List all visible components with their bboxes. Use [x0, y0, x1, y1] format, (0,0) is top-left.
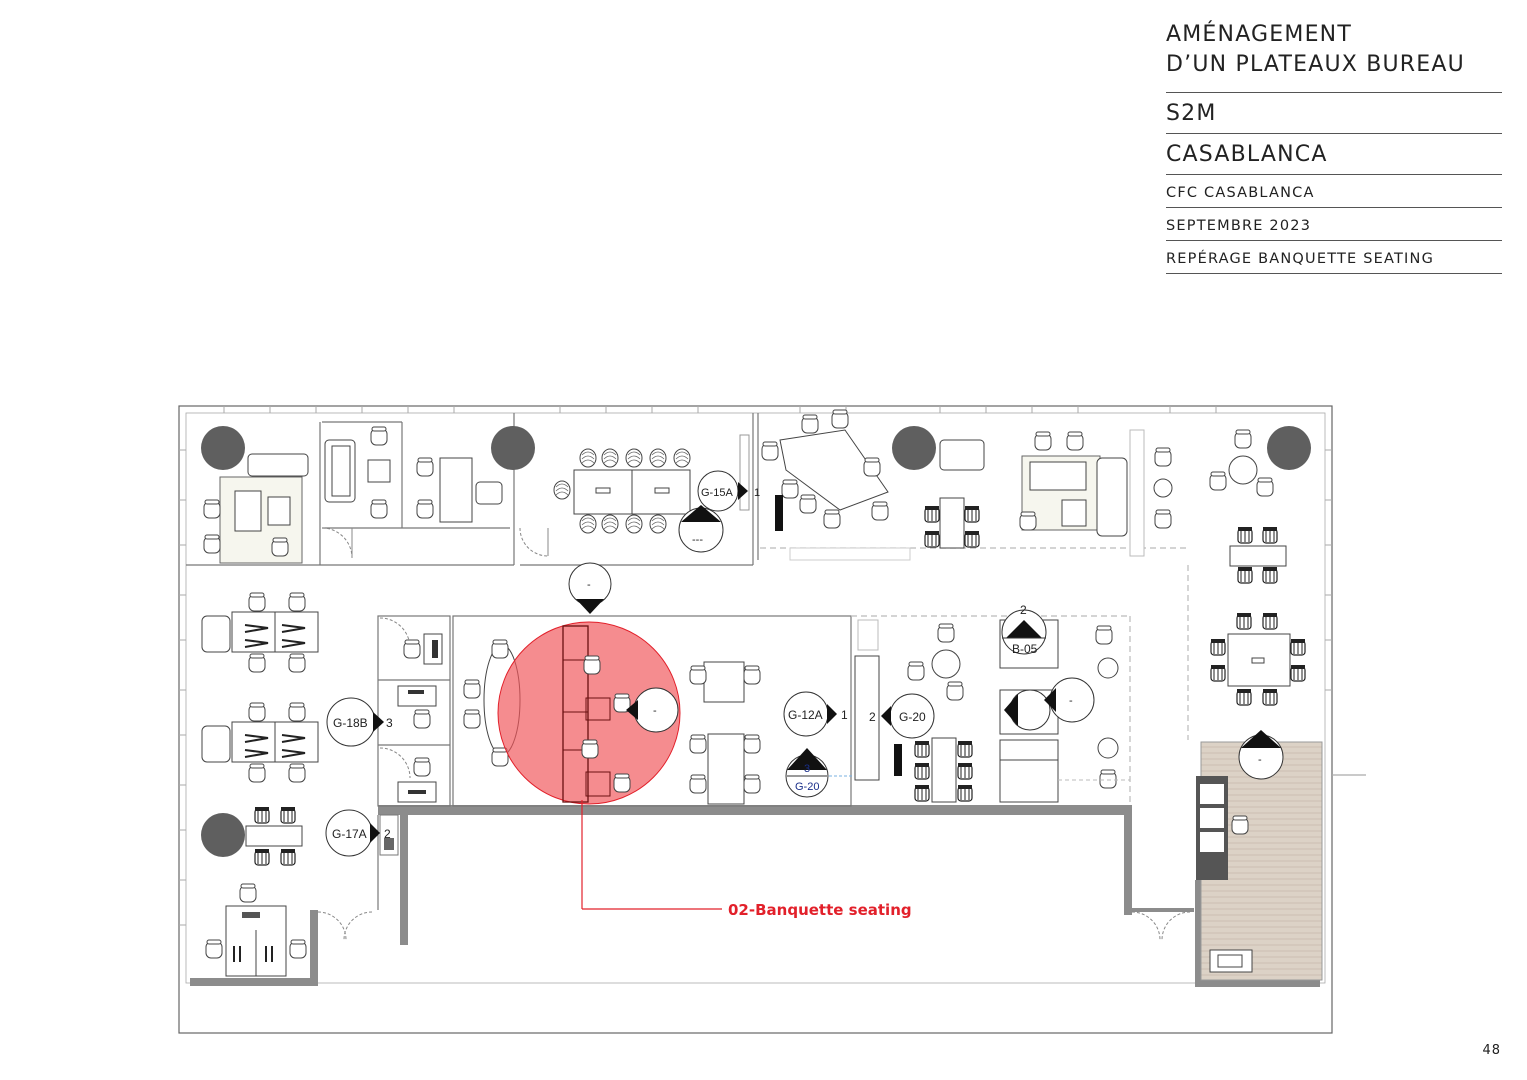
- sheet-subject: REPÉRAGE BANQUETTE SEATING: [1166, 241, 1502, 274]
- site-name: CFC CASABLANCA: [1166, 175, 1502, 208]
- door-swings: [317, 527, 1265, 941]
- lounge-top-right: [789, 429, 1173, 561]
- callout-label: 02-Banquette seating: [728, 901, 912, 919]
- tag-g20-number: 2: [869, 710, 876, 724]
- view-tag-g20-bottom: 3 G-20: [785, 748, 852, 798]
- tag-g15a-sub: ---: [692, 534, 703, 546]
- title-block: AMÉNAGEMENT D’UN PLATEAUX BUREAU S2M CAS…: [1166, 20, 1502, 274]
- tag-b05-code: B-05: [1012, 642, 1038, 656]
- desk-cluster-top-right: [924, 429, 1306, 706]
- lounge-top-left: [203, 453, 309, 564]
- view-tag-g20-right: G-20 2: [869, 693, 935, 739]
- view-tag-b05: 2 B-05: [1001, 603, 1047, 656]
- project-title: AMÉNAGEMENT D’UN PLATEAUX BUREAU: [1166, 20, 1502, 93]
- tag-g15a-number: 1: [754, 487, 760, 499]
- city-name: CASABLANCA: [1166, 134, 1502, 175]
- view-tag-lounge-right: -: [1004, 677, 1095, 731]
- core-walls: [190, 805, 1320, 987]
- tag-g18b-number: 3: [386, 716, 393, 730]
- tag-lounge-right-code: -: [1069, 695, 1073, 707]
- tag-g18b-code: G-18B: [333, 716, 368, 730]
- view-tag-g15a: G-15A 1 ---: [678, 470, 760, 553]
- view-tag-g12a: G-12A 1: [783, 691, 848, 737]
- tag-g17a-number: 2: [384, 827, 391, 841]
- tag-g20-code: G-20: [899, 710, 926, 724]
- tag-g20-bottom-code: G-20: [795, 781, 819, 793]
- small-cabins: [379, 633, 443, 856]
- workstations-left: [201, 592, 319, 977]
- tag-g17a-code: G-17A: [332, 827, 367, 841]
- callout-leader: [581, 800, 722, 910]
- client-name: S2M: [1166, 93, 1502, 134]
- view-tag-top-center: -: [568, 562, 612, 614]
- tag-g20-bottom-number: 3: [804, 763, 810, 775]
- tag-g12a-code: G-12A: [788, 708, 823, 722]
- date-label: SEPTEMBRE 2023: [1166, 208, 1502, 241]
- project-title-line-1: AMÉNAGEMENT: [1166, 22, 1352, 47]
- banquette-highlight: [497, 621, 681, 805]
- office-sofa: [324, 426, 503, 523]
- wood-floor-zone: [1196, 741, 1323, 981]
- view-tag-g17a: G-17A 2: [325, 809, 391, 857]
- tag-g12a-number: 1: [841, 708, 848, 722]
- tag-b05-number: 2: [1020, 603, 1027, 617]
- view-tag-center: -: [626, 687, 679, 733]
- tag-top-center-code: -: [587, 579, 591, 591]
- tag-wood-zone-code: -: [1258, 754, 1262, 766]
- building-outline: [178, 405, 1333, 1034]
- boardroom: [761, 409, 889, 531]
- meeting-room-g15a: [553, 434, 750, 534]
- page-number: 48: [1482, 1043, 1501, 1058]
- tag-center-code: -: [653, 705, 657, 717]
- project-title-line-2: D’UN PLATEAUX BUREAU: [1166, 52, 1465, 77]
- view-tag-g18b: G-18B 3: [326, 697, 393, 747]
- view-tag-wood-zone: -: [1238, 730, 1284, 780]
- tag-g15a-code: G-15A: [701, 487, 733, 499]
